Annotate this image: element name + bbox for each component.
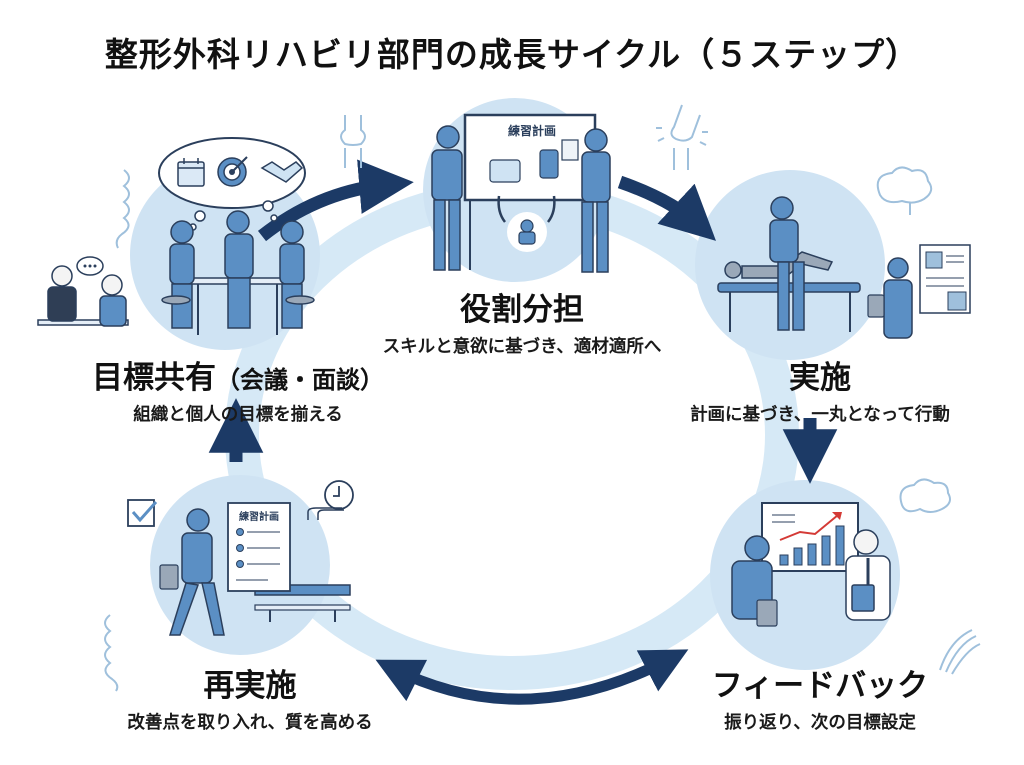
step-heading-main: 目標共有 bbox=[92, 360, 216, 396]
execution-illustration bbox=[717, 166, 971, 339]
document-title: 練習計画 bbox=[239, 510, 279, 523]
growth-chart-icon bbox=[761, 502, 859, 572]
speech-bubble-icon bbox=[76, 256, 104, 276]
patient-record-icon bbox=[919, 244, 971, 314]
calendar-icon bbox=[177, 158, 205, 187]
arrow-goal-to-role bbox=[257, 159, 414, 242]
role-assignment-illustration: 練習計画 bbox=[340, 104, 708, 273]
step-subtitle: 改善点を取り入れ、質を高める bbox=[127, 713, 373, 733]
arrow-feedback-re-execution bbox=[375, 649, 689, 705]
brain-icon bbox=[876, 166, 933, 215]
step-execution-label: 実施 計画に基づき、一丸となって行動 bbox=[660, 352, 980, 426]
step-feedback-label: フィードバック 振り返り、次の目標設定 bbox=[680, 660, 960, 734]
re-execution-illustration: 練習計画 bbox=[104, 480, 354, 692]
handshake-icon bbox=[260, 161, 304, 183]
knee-joint-pain-icon bbox=[656, 104, 708, 170]
step-heading: フィードバック bbox=[711, 668, 929, 704]
step-subtitle: スキルと意欲に基づき、適材適所へ bbox=[382, 337, 662, 357]
step-goal-sharing-label: 目標共有（会議・面談） 組織と個人の目標を揃える bbox=[88, 352, 388, 426]
feedback-illustration bbox=[731, 478, 981, 675]
step-heading-paren: （会議・面談） bbox=[216, 366, 384, 394]
step-subtitle: 計画に基づき、一丸となって行動 bbox=[690, 405, 950, 425]
step-heading: 実施 bbox=[789, 360, 851, 396]
clock-icon bbox=[324, 480, 354, 510]
whiteboard-title: 練習計画 bbox=[508, 123, 556, 138]
checkbox-icon bbox=[127, 499, 158, 527]
knee-joint-icon bbox=[340, 115, 366, 168]
step-subtitle: 振り返り、次の目標設定 bbox=[724, 713, 916, 733]
step-role-assignment-label: 役割分担 スキルと意欲に基づき、適材適所へ bbox=[352, 284, 692, 358]
step-heading: 目標共有（会議・面談） bbox=[88, 352, 388, 397]
step-re-execution-label: 再実施 改善点を取り入れ、質を高める bbox=[100, 660, 400, 734]
spine-icon bbox=[104, 614, 119, 692]
muscle-icon bbox=[939, 629, 981, 675]
interview-scene bbox=[37, 256, 129, 327]
spine-icon bbox=[115, 169, 130, 249]
page-title: 整形外科リハビリ部門の成長サイクル（５ステップ） bbox=[104, 35, 920, 74]
arrow-role-to-execution bbox=[617, 175, 717, 241]
step-heading: 役割分担 bbox=[460, 292, 584, 328]
step-heading: 再実施 bbox=[203, 668, 297, 704]
step-subtitle: 組織と個人の目標を揃える bbox=[133, 405, 343, 425]
goal-sharing-illustration bbox=[37, 137, 315, 335]
brain-icon bbox=[899, 478, 951, 513]
training-plan-document: 練習計画 bbox=[227, 502, 291, 592]
target-icon bbox=[217, 156, 248, 187]
